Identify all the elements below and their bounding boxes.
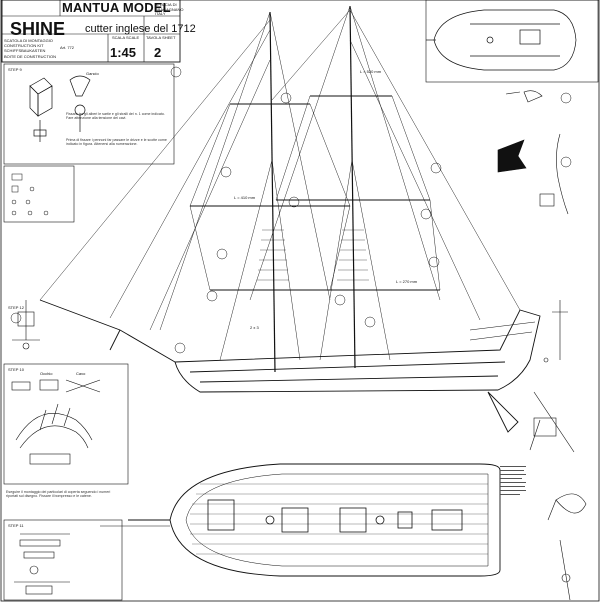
sheet-number: 2	[154, 45, 162, 60]
kit-info-line: SCATOLA DI MONTAGGIO	[4, 38, 53, 43]
sheet-label: TAVOLA SHEET	[146, 35, 176, 40]
brand-name: MANTUA MODEL	[62, 0, 171, 15]
model-title: SHINE	[10, 19, 66, 39]
kit-info-line: BOITE DE CONSTRUCTION	[4, 53, 57, 59]
kit-info-line: SCHIFFSBAUKASTEN	[4, 48, 46, 54]
kit-info-line: CONSTRUCTION KIT	[4, 43, 44, 49]
step-label: STEP 9	[8, 67, 22, 72]
model-subtitle: cutter inglese del 1712	[85, 23, 196, 35]
detail-label: Gancio	[86, 71, 99, 76]
step-label: STEP 10	[8, 367, 24, 372]
instruction-block: Prima di fissare i pennoni far passare l…	[66, 138, 167, 147]
step-label: STEP 12	[8, 305, 24, 310]
step-label: STEP 11	[8, 523, 24, 528]
dimension-label: L = 270 mm	[396, 279, 418, 284]
instruction-block: Eseguire il montaggio dei particolari di…	[6, 490, 111, 499]
scale-value: 1:45	[110, 45, 137, 60]
detail-label: Cavo	[76, 371, 86, 376]
detail-label: Occhio	[40, 371, 53, 376]
kit-info: SCATOLA DI MONTAGGIO CONSTRUCTION KIT SC…	[4, 38, 58, 59]
dimension-label: 2 x 3	[250, 325, 259, 330]
brand-location: S. LUCIA DI FRAGAGNANO ITALY	[155, 2, 184, 17]
dimension-label: L = 520 mm	[360, 69, 382, 74]
article-number: Art. 772	[60, 45, 75, 50]
scale-label: SCALA SCALE	[112, 35, 140, 40]
dimension-label: L = 410 mm	[234, 195, 256, 200]
instruction-block: Fissare tra gli alberi le sartie e gli s…	[66, 112, 165, 121]
